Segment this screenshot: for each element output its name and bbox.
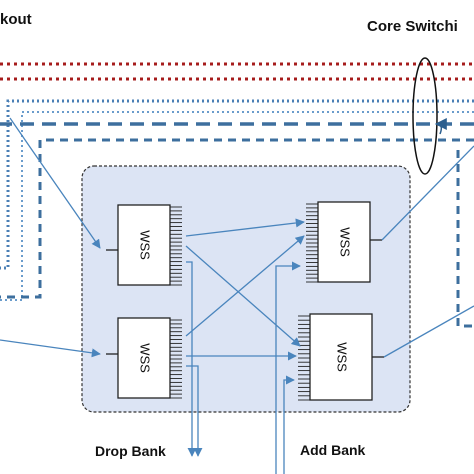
input-arrow-bottom [0,339,101,358]
wss-label: WSS [335,342,350,372]
wss-top-right: WSS [306,201,382,283]
internal-connections [185,218,305,361]
wss-label: WSS [338,227,353,257]
wss-bottom-left: WSS [106,317,182,399]
wss-top-left: WSS [106,204,182,286]
drop-bank-outputs [186,261,203,457]
wss-label: WSS [138,343,153,373]
core-switching-label: Core Switchi [367,18,458,35]
breakout-label: kout [0,11,32,28]
output-line-bottom [383,305,474,358]
output-line-top [381,145,474,241]
blue-dashed-line-3 [456,150,474,328]
wss-label: WSS [138,230,153,260]
core-switch-ellipse [412,57,438,175]
add-bank-inputs [275,261,301,474]
wss-bottom-right: WSS [298,313,384,401]
add-bank-label: Add Bank [300,442,366,458]
drop-bank-label: Drop Bank [95,443,166,459]
core-switch-arrow [434,118,447,135]
input-arrow-top [9,117,101,249]
blue-dashed-line-2 [0,138,474,299]
blue-dotted-line [0,99,474,270]
blue-dotted-line-2 [0,111,474,301]
